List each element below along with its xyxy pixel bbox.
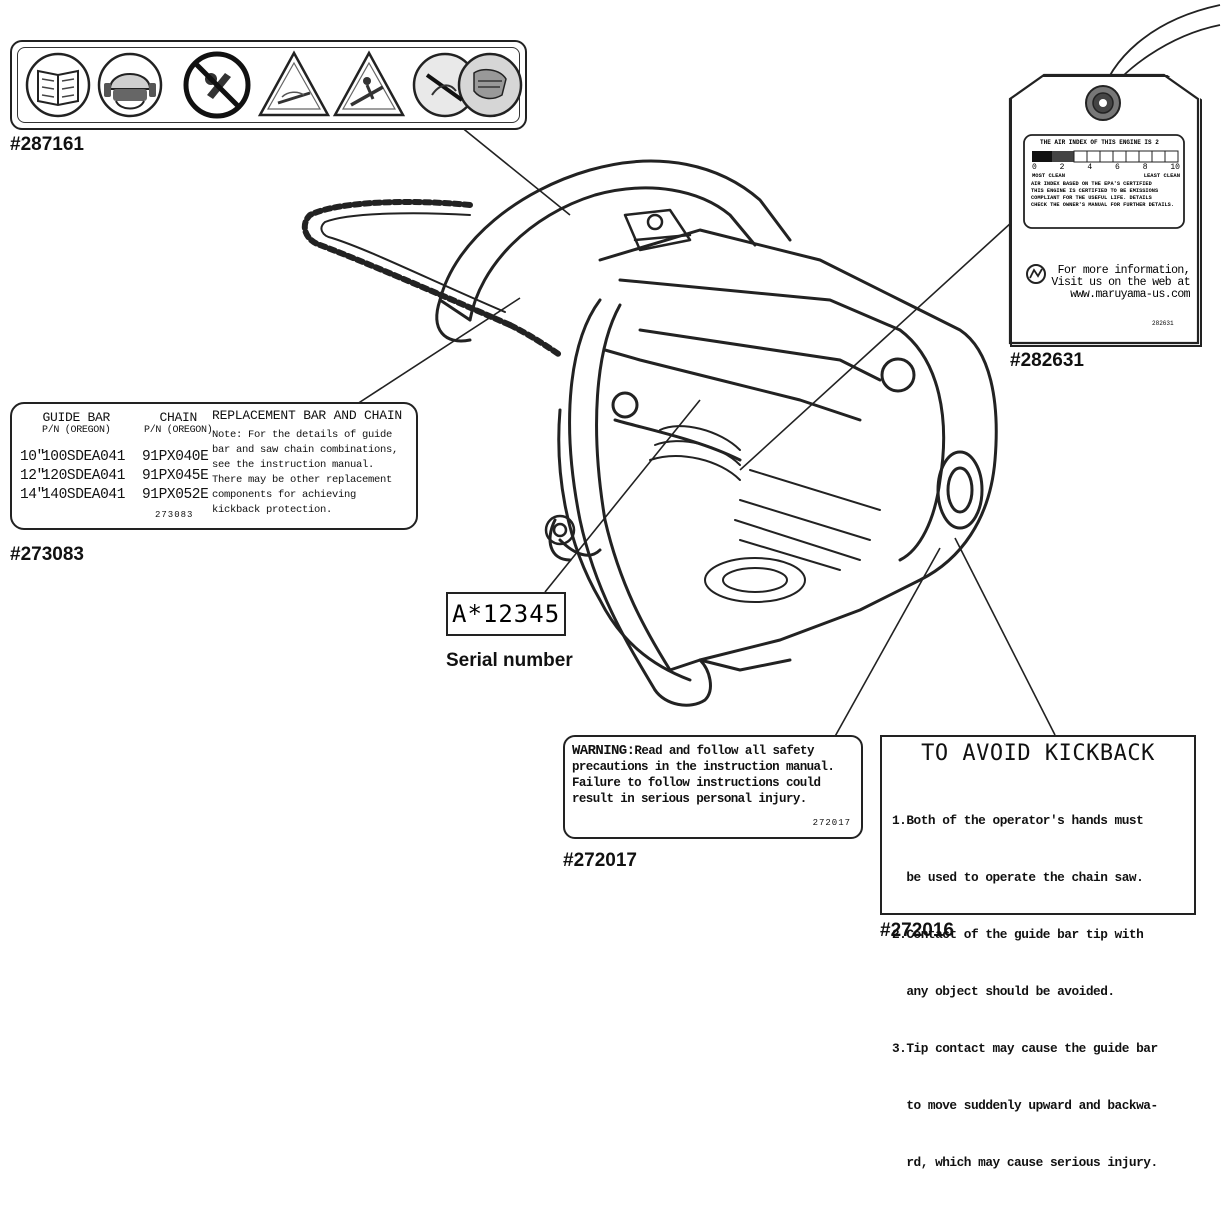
- tag-info-line: Visit us on the web at: [1051, 276, 1190, 289]
- warning-line: result in serious personal injury.: [572, 792, 807, 806]
- bar-part-no: 100SDEA041: [42, 449, 126, 465]
- tag-info-line: www.maruyama-us.com: [1070, 288, 1190, 301]
- note-line: components for achieving: [212, 489, 357, 501]
- tag-heading: THE AIR INDEX OF THIS ENGINE IS 2: [1040, 139, 1159, 146]
- chain-part-no: 91PX045E: [142, 468, 209, 484]
- serial-number-value: A*12345: [452, 600, 561, 628]
- table-row: 12"120SDEA041 91PX045E: [20, 467, 209, 486]
- warning-label: WARNING:: [572, 743, 635, 759]
- tag-body-line: CHECK THE OWNER'S MANUAL FOR FURTHER DET…: [1031, 202, 1175, 208]
- note-line: There may be other replacement: [212, 474, 393, 486]
- bar-part-no: 120SDEA041: [42, 468, 126, 484]
- warning-decal: WARNING:Read and follow all safety preca…: [563, 735, 863, 839]
- guide-bar-pn-header: P/N (OREGON): [42, 425, 111, 436]
- part-number-273083: #273083: [10, 544, 84, 565]
- tag-part-no: 282631: [1152, 320, 1174, 327]
- chain-header-label: CHAIN: [159, 410, 197, 425]
- table-row: 10"100SDEA041 91PX040E: [20, 448, 209, 467]
- tag-scale-numbers: 0 2 4 6 8 10: [1032, 163, 1180, 172]
- kickback-line: to move suddenly upward and backwa-: [892, 1098, 1158, 1113]
- bar-header: GUIDE BAR P/N (OREGON): [42, 410, 111, 437]
- decal-part-no: 273083: [155, 510, 194, 520]
- no-one-hand-use-icon: [183, 51, 251, 119]
- scale-number: 8: [1142, 163, 1148, 172]
- kickback-line: 3.Tip contact may cause the guide bar: [892, 1041, 1158, 1056]
- note-line: kickback protection.: [212, 504, 333, 516]
- scale-number: 2: [1059, 163, 1065, 172]
- note-line: see the instruction manual.: [212, 459, 375, 471]
- read-manual-icon: [25, 52, 91, 118]
- rear-cap: [611, 357, 984, 530]
- kickback-lines: 1.Both of the operator's hands must be u…: [892, 773, 1158, 1210]
- tag-body-line: THIS ENGINE IS CERTIFIED TO BE EMISSIONS: [1031, 188, 1159, 194]
- tag-info-line: For more information,: [1057, 264, 1191, 277]
- chain-header: CHAIN P/N (OREGON): [144, 410, 213, 437]
- bar-part-no: 140SDEA041: [42, 487, 126, 503]
- chainsaw-illustration: [301, 4, 1221, 741]
- scale-number: 10: [1170, 163, 1180, 172]
- note-line: Note: For the details of guide: [212, 429, 393, 441]
- part-number-287161: #287161: [10, 134, 84, 155]
- safety-symbols-decal: [10, 40, 527, 130]
- serial-number-label: Serial number: [446, 650, 573, 671]
- part-number-282631: #282631: [1010, 350, 1084, 371]
- part-number-272017: #272017: [563, 850, 637, 871]
- warning-part-no: 272017: [812, 818, 851, 828]
- two-hands-icon: [412, 52, 523, 118]
- bar-size: 10": [20, 449, 45, 465]
- warning-line: precautions in the instruction manual.: [572, 760, 835, 774]
- warning-text: WARNING:Read and follow all safety preca…: [572, 743, 835, 807]
- table-row: 14"140SDEA041 91PX052E: [20, 486, 209, 505]
- kickback-line: any object should be avoided.: [892, 984, 1115, 999]
- head-protection-icon: [97, 52, 163, 118]
- tag-scale-ends: MOST CLEAN LEAST CLEAN: [1032, 172, 1180, 179]
- leader-lines: [356, 121, 1056, 741]
- kickback-line: be used to operate the chain saw.: [892, 870, 1144, 885]
- kickback-line: 1.Both of the operator's hands must: [892, 813, 1144, 828]
- serial-number-plate: A*12345: [446, 592, 566, 636]
- kickback-line: rd, which may cause serious injury.: [892, 1155, 1158, 1170]
- most-clean-label: MOST CLEAN: [1032, 172, 1066, 179]
- chain-sprocket: [544, 514, 576, 546]
- part-number-272016: #272016: [880, 920, 954, 941]
- oil-cap: [623, 208, 692, 252]
- guide-bar-header: GUIDE BAR: [42, 410, 110, 425]
- tag-body-line: COMPLIANT FOR THE USEFUL LIFE. DETAILS: [1031, 195, 1152, 201]
- kickback-danger-icon: [332, 50, 406, 117]
- bar-size: 14": [20, 487, 45, 503]
- kickback-decal: TO AVOID KICKBACK 1.Both of the operator…: [880, 735, 1196, 1170]
- bar-size: 12": [20, 468, 45, 484]
- scale-number: 4: [1087, 163, 1093, 172]
- chain-part-no: 91PX052E: [142, 487, 209, 503]
- chain-pn-header: P/N (OREGON): [144, 425, 213, 436]
- warning-line: Failure to follow instructions could: [572, 776, 821, 790]
- kickback-warning-icon: [257, 50, 331, 117]
- air-index-tag: [1010, 75, 1202, 347]
- chain-part-no: 91PX040E: [142, 449, 209, 465]
- decal-note: Note: For the details of guide bar and s…: [212, 428, 398, 518]
- kickback-title: TO AVOID KICKBACK: [921, 741, 1155, 766]
- note-line: bar and saw chain combinations,: [212, 444, 399, 456]
- warning-line: Read and follow all safety: [634, 744, 814, 758]
- scale-number: 6: [1115, 163, 1120, 172]
- tag-info: For more information, Visit us on the we…: [1048, 265, 1190, 301]
- scale-number: 0: [1032, 163, 1037, 172]
- kickback-line: 2.Contact of the guide bar tip with: [892, 927, 1144, 942]
- bar-chain-rows: 10"100SDEA041 91PX040E 12"120SDEA041 91PX0…: [20, 448, 209, 505]
- top-handle: [435, 159, 792, 343]
- cooling-vents: [649, 425, 881, 603]
- least-clean-label: LEAST CLEAN: [1143, 172, 1180, 179]
- replacement-bar-chain-decal: GUIDE BAR P/N (OREGON) CHAIN P/N (OREGON…: [10, 402, 418, 530]
- tag-body-line: AIR INDEX BASED ON THE EPA'S CERTIFIED: [1031, 181, 1152, 187]
- guide-bar-chain: [301, 199, 563, 358]
- tag-body: AIR INDEX BASED ON THE EPA'S CERTIFIED T…: [1031, 181, 1183, 209]
- decal-title: REPLACEMENT BAR AND CHAIN: [212, 408, 403, 423]
